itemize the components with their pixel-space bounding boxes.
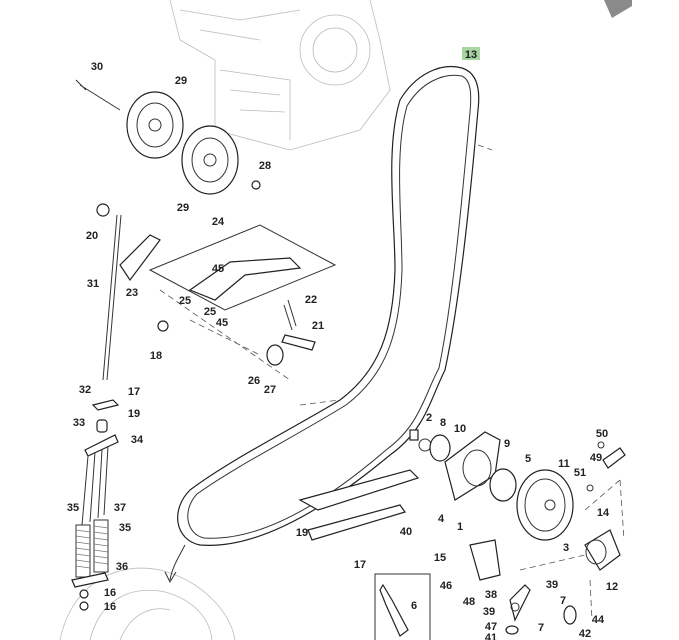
callout-39[interactable]: 39: [483, 606, 495, 618]
callout-28[interactable]: 28: [259, 160, 271, 172]
belt: [164, 66, 493, 584]
callout-22[interactable]: 22: [305, 294, 317, 306]
callout-46[interactable]: 46: [440, 580, 452, 592]
callout-18[interactable]: 18: [150, 350, 162, 362]
callout-4[interactable]: 4: [438, 513, 445, 525]
callout-17[interactable]: 17: [128, 386, 140, 398]
callout-29[interactable]: 29: [177, 202, 189, 214]
callout-26[interactable]: 26: [248, 375, 260, 387]
callout-7[interactable]: 7: [538, 622, 544, 634]
drive-assembly: [298, 429, 626, 635]
callout-7[interactable]: 7: [560, 595, 566, 607]
tensioner-assembly: [102, 214, 337, 381]
callout-12[interactable]: 12: [606, 581, 618, 593]
callout-40[interactable]: 40: [400, 526, 412, 538]
callout-21[interactable]: 21: [312, 320, 324, 332]
callout-25[interactable]: 25: [179, 295, 191, 307]
callout-highlight: [462, 47, 480, 60]
callout-14[interactable]: 14: [597, 507, 610, 519]
callout-10[interactable]: 10: [454, 423, 466, 435]
callout-9[interactable]: 9: [504, 438, 510, 450]
callout-19[interactable]: 19: [296, 527, 308, 539]
callout-45[interactable]: 45: [216, 317, 228, 329]
callout-24[interactable]: 24: [212, 216, 225, 228]
callout-29[interactable]: 29: [175, 75, 187, 87]
callout-3[interactable]: 3: [563, 542, 569, 554]
idler-pulleys: [75, 79, 261, 217]
callout-15[interactable]: 15: [434, 552, 446, 564]
callout-44[interactable]: 44: [592, 614, 605, 626]
callout-51[interactable]: 51: [574, 467, 586, 479]
callout-1[interactable]: 1: [457, 521, 463, 533]
callout-48[interactable]: 48: [463, 596, 475, 608]
spring-assembly: [71, 399, 120, 611]
callout-20[interactable]: 20: [86, 230, 98, 242]
callout-19[interactable]: 19: [128, 408, 140, 420]
callout-49[interactable]: 49: [590, 452, 602, 464]
callout-16[interactable]: 16: [104, 601, 116, 613]
callout-36[interactable]: 36: [116, 561, 128, 573]
callout-31[interactable]: 31: [87, 278, 99, 290]
callout-33[interactable]: 33: [73, 417, 85, 429]
callout-47[interactable]: 47: [485, 621, 497, 633]
callout-13[interactable]: 13: [465, 49, 477, 61]
tire-ghost: [59, 567, 236, 640]
callout-8[interactable]: 8: [440, 417, 446, 429]
callout-37[interactable]: 37: [114, 502, 126, 514]
callout-27[interactable]: 27: [264, 384, 276, 396]
callout-32[interactable]: 32: [79, 384, 91, 396]
callout-41[interactable]: 41: [485, 632, 497, 640]
callout-42[interactable]: 42: [579, 628, 591, 640]
callout-6[interactable]: 6: [411, 600, 417, 612]
callout-38[interactable]: 38: [485, 589, 497, 601]
callout-34[interactable]: 34: [131, 434, 144, 446]
callout-35[interactable]: 35: [67, 502, 79, 514]
callout-2[interactable]: 2: [426, 412, 432, 424]
inset-part-6: [374, 573, 431, 640]
callout-35[interactable]: 35: [119, 522, 131, 534]
callout-5[interactable]: 5: [525, 453, 531, 465]
callout-30[interactable]: 30: [91, 61, 103, 73]
callout-39[interactable]: 39: [546, 579, 558, 591]
callout-23[interactable]: 23: [126, 287, 138, 299]
callout-45[interactable]: 45: [212, 263, 224, 275]
engine-ghost: [169, 0, 391, 151]
corner-arrow-icon[interactable]: [604, 0, 632, 18]
callout-17[interactable]: 17: [354, 559, 366, 571]
callout-16[interactable]: 16: [104, 587, 116, 599]
callout-11[interactable]: 11: [558, 458, 570, 470]
callout-25[interactable]: 25: [204, 306, 216, 318]
callout-50[interactable]: 50: [596, 428, 608, 440]
